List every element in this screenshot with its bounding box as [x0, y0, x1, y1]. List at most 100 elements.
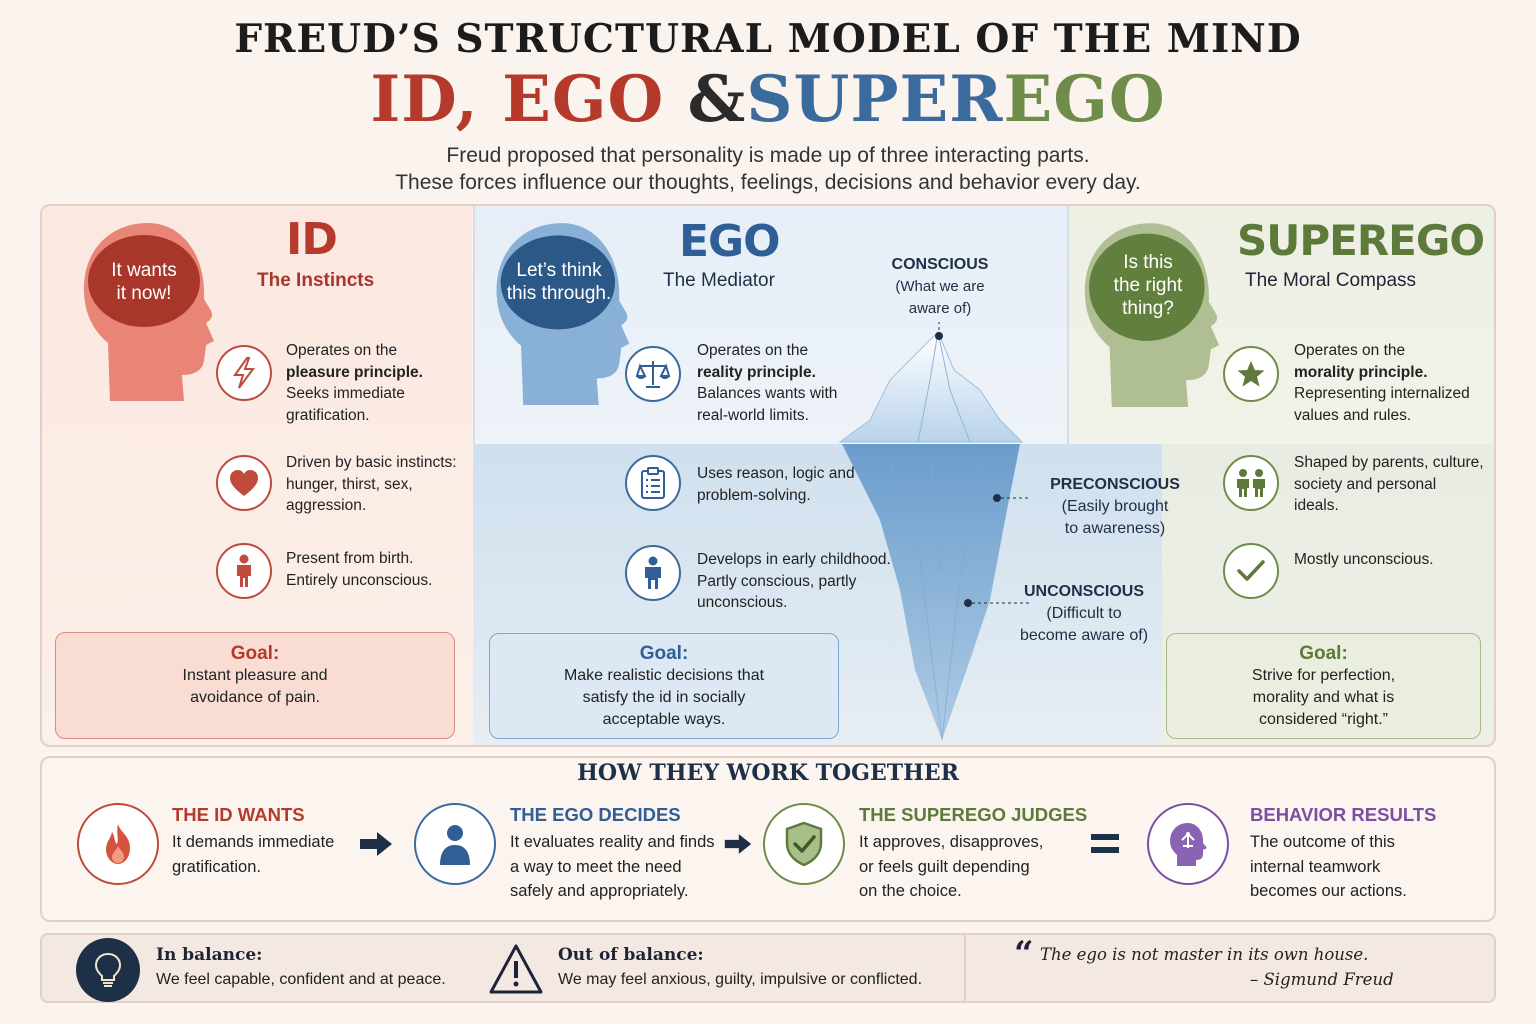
title-super-word-part2: EGO	[1003, 62, 1166, 137]
quote-author: – Sigmund Freud	[1250, 970, 1394, 989]
superego-item-2: Shaped by parents, culture, society and …	[1294, 452, 1484, 517]
id-item-3-line-2: Entirely unconscious.	[286, 571, 433, 589]
superego-goal-line-1: Strive for perfection,	[1251, 667, 1396, 684]
step-3-line-2: or feels guilt depending	[859, 857, 1030, 876]
child-icon	[216, 543, 272, 599]
id-bubble-line-1: It wants	[111, 260, 177, 281]
preconscious-line-2: to awareness)	[1064, 520, 1166, 537]
iceberg-illustration	[838, 322, 1030, 741]
preconscious-line-1: (Easily brought	[1061, 498, 1169, 515]
superego-bubble-line-1: Is this	[1123, 252, 1173, 273]
step-4-text: The outcome of this internal teamwork be…	[1250, 830, 1407, 904]
ego-title: EGO	[679, 216, 781, 267]
superego-goal-box: Goal: Strive for perfection, morality an…	[1166, 633, 1481, 739]
unconscious-line-2: become aware of)	[1019, 627, 1149, 644]
mind-head-icon	[1147, 803, 1229, 885]
flame-icon	[77, 803, 159, 885]
unconscious-label: UNCONSCIOUS (Difficult to become aware o…	[1008, 581, 1160, 647]
clipboard-icon	[625, 455, 681, 511]
step-4-title: BEHAVIOR RESULTS	[1250, 804, 1437, 825]
ego-item-3-line-1: Develops in early childhood.	[697, 551, 891, 568]
step-1-line-2: gratification.	[172, 857, 261, 876]
step-3-line-1: It approves, disapproves,	[859, 833, 1044, 851]
shield-check-icon	[763, 803, 845, 885]
intro-text: Freud proposed that personality is made …	[0, 142, 1536, 196]
ego-item-1-line-3: Balances wants with	[697, 385, 838, 402]
title-id-word: ID,	[370, 62, 479, 137]
superego-item-1: Operates on the morality principle. Repr…	[1294, 340, 1470, 426]
out-of-balance-block: Out of balance: We may feel anxious, gui…	[558, 945, 922, 989]
superego-item-2-line-1: Shaped by parents, culture,	[1294, 454, 1484, 471]
conscious-line-1: (What we are	[895, 278, 985, 295]
ego-thought-bubble: Let’s think this through.	[500, 259, 618, 305]
quote-mark: “	[1014, 934, 1034, 974]
ego-item-1-bold: reality principle.	[697, 363, 816, 381]
step-4-line-2: internal teamwork	[1250, 857, 1381, 876]
warning-icon	[489, 944, 543, 994]
title-ego-word: EGO	[502, 62, 665, 137]
id-goal-line-2: avoidance of pain.	[190, 689, 320, 706]
id-goal-line-1: Instant pleasure and	[182, 667, 328, 684]
superego-goal-line-2: morality and what is	[1252, 689, 1395, 706]
scales-icon	[625, 346, 681, 402]
step-1-text: It demands immediate gratification.	[172, 830, 334, 879]
id-thought-bubble: It wants it now!	[92, 259, 196, 305]
superego-subtitle: The Moral Compass	[1245, 270, 1417, 291]
footer-divider	[964, 935, 966, 1001]
step-3-title: THE SUPEREGO JUDGES	[859, 804, 1088, 825]
step-2-line-2: a way to meet the need	[510, 857, 682, 876]
ego-goal-line-3: acceptable ways.	[602, 711, 726, 728]
ego-item-1-line-4: real-world limits.	[697, 406, 809, 424]
id-title: ID	[286, 214, 338, 265]
in-balance-block: In balance: We feel capable, confident a…	[156, 945, 446, 989]
ego-item-1-line-1: Operates on the	[697, 342, 809, 359]
superego-item-1-line-1: Operates on the	[1294, 342, 1406, 359]
ego-item-2-line-1: Uses reason, logic and	[697, 465, 855, 482]
superego-item-3: Mostly unconscious.	[1294, 549, 1434, 571]
superego-item-1-bold: morality principle.	[1294, 363, 1428, 381]
step-2-title: THE EGO DECIDES	[510, 804, 681, 825]
step-2-line-3: safely and appropriately.	[510, 882, 689, 900]
lightbulb-icon	[76, 938, 140, 1002]
step-3-text: It approves, disapproves, or feels guilt…	[859, 830, 1043, 904]
step-4-line-1: The outcome of this	[1250, 833, 1395, 851]
id-item-1-line-3: Seeks immediate	[286, 385, 405, 402]
preconscious-title: PRECONSCIOUS	[1050, 476, 1180, 493]
unconscious-line-1: (Difficult to	[1046, 605, 1122, 622]
id-goal-label: Goal:	[230, 643, 280, 664]
heart-icon	[216, 455, 272, 511]
quote-text: The ego is not master in its own house.	[1040, 945, 1369, 964]
step-2-line-1: It evaluates reality and finds	[510, 833, 715, 851]
step-1-title: THE ID WANTS	[172, 804, 305, 825]
step-3-line-3: on the choice.	[859, 882, 962, 900]
main-title: FREUD’S STRUCTURAL MODEL OF THE MIND	[234, 16, 1302, 62]
in-balance-text: We feel capable, confident and at peace.	[156, 971, 446, 988]
superego-item-2-line-3: ideals.	[1294, 497, 1339, 514]
id-item-3-line-1: Present from birth.	[286, 550, 414, 567]
ego-item-3-line-3: unconscious.	[697, 594, 788, 611]
step-2-text: It evaluates reality and finds a way to …	[510, 830, 715, 904]
lightning-icon	[216, 345, 272, 401]
id-item-2: Driven by basic instincts: hunger, thirs…	[286, 452, 457, 517]
ego-person-icon	[414, 803, 496, 885]
conscious-title: CONSCIOUS	[891, 256, 989, 273]
id-subtitle: The Instincts	[257, 270, 375, 291]
out-of-balance-text: We may feel anxious, guilty, impulsive o…	[558, 971, 923, 988]
superego-item-1-line-4: values and rules.	[1294, 406, 1412, 424]
person-icon	[625, 545, 681, 601]
superego-goal-line-3: considered “right.”	[1259, 711, 1388, 728]
ego-item-2-line-2: problem-solving.	[697, 486, 811, 504]
ego-head-icon	[496, 223, 630, 405]
in-balance-label: In balance:	[156, 945, 263, 965]
id-goal-box: Goal: Instant pleasure and avoidance of …	[55, 632, 455, 739]
ego-goal-box: Goal: Make realistic decisions that sati…	[489, 633, 839, 739]
id-head-icon	[83, 223, 214, 401]
intro-line-1: Freud proposed that personality is made …	[446, 144, 1090, 167]
equals-icon	[1091, 834, 1119, 853]
title-super-word-part1: SUPER	[746, 62, 1004, 137]
superego-head-icon	[1084, 223, 1220, 407]
conscious-line-2: aware of)	[908, 300, 972, 317]
id-item-2-line-3: aggression.	[286, 497, 367, 514]
ego-goal-line-1: Make realistic decisions that	[563, 667, 765, 684]
id-item-1-line-1: Operates on the	[286, 342, 398, 359]
